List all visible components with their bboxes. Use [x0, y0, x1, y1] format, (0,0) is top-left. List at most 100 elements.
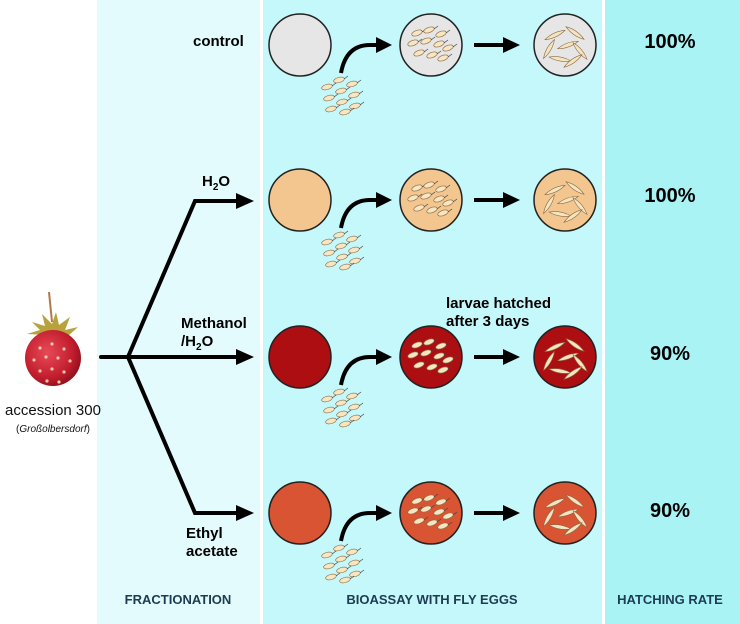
- bioassay-row-h2o: [268, 168, 597, 271]
- fly-egg-icon: [407, 507, 419, 515]
- egg-filament: [359, 256, 365, 261]
- extract-dish-control: [268, 13, 332, 77]
- fly-egg-icon: [420, 349, 432, 357]
- egg-filament: [423, 203, 429, 208]
- egg-filament: [349, 107, 355, 112]
- fly-egg-icon: [413, 517, 425, 525]
- egg-filament: [343, 387, 349, 392]
- egg-dish-control: [399, 13, 463, 77]
- egg-filament: [445, 184, 451, 189]
- egg-filament: [443, 351, 449, 356]
- fly-egg-icon: [423, 338, 435, 346]
- egg-filament: [343, 75, 349, 80]
- larva-icon: [572, 196, 588, 216]
- egg-filament: [335, 259, 341, 264]
- bioassay-row-methanol: [268, 325, 597, 428]
- fly-egg-icon: [411, 341, 423, 349]
- egg-filament: [346, 252, 352, 257]
- egg-filament: [445, 497, 451, 502]
- fly-egg-icon: [423, 181, 435, 189]
- fly-egg-icon: [411, 29, 423, 37]
- fly-egg-icon: [435, 498, 447, 506]
- larva-icon: [543, 38, 555, 60]
- egg-filament: [417, 38, 423, 43]
- egg-filament: [358, 402, 364, 407]
- fly-egg-cluster: [321, 75, 365, 116]
- fly-egg-icon: [437, 54, 449, 62]
- egg-filament: [331, 550, 337, 555]
- fly-egg-icon: [442, 199, 454, 207]
- fly-egg-icon: [411, 184, 423, 192]
- egg-filament: [430, 504, 436, 509]
- extract-dish-methanol: [268, 325, 332, 389]
- fly-egg-icon: [442, 512, 454, 520]
- egg-filament: [452, 43, 458, 48]
- egg-filament: [333, 561, 339, 566]
- arrowhead: [503, 192, 520, 208]
- arrowhead: [503, 37, 520, 53]
- egg-filament: [430, 191, 436, 196]
- fly-egg-icon: [407, 39, 419, 47]
- hatching-rate-h2o: 100%: [644, 185, 695, 207]
- egg-filament: [436, 518, 442, 523]
- larva-icon: [563, 522, 583, 536]
- egg-filament: [436, 362, 442, 367]
- egg-filament: [356, 391, 362, 396]
- egg-filament: [433, 180, 439, 185]
- footer-hatching-rate: HATCHING RATE: [617, 592, 723, 607]
- curved-arrow: [339, 43, 378, 74]
- hatching-rate-control: 100%: [644, 31, 695, 53]
- fly-egg-icon: [442, 44, 454, 52]
- fraction-label-methanol-line2: /H2O: [181, 333, 214, 353]
- dish-larvae: [543, 338, 588, 380]
- wild-strawberry-icon: [25, 291, 81, 386]
- sample-name: accession 300: [5, 402, 101, 419]
- egg-filament: [359, 413, 365, 418]
- larva-icon: [544, 184, 566, 196]
- fly-egg-icon: [411, 497, 423, 505]
- egg-filament: [358, 90, 364, 95]
- larva-icon: [544, 341, 566, 353]
- egg-filament: [423, 516, 429, 521]
- curved-arrow: [339, 511, 378, 542]
- larva-icon: [543, 193, 555, 215]
- egg-filament: [358, 245, 364, 250]
- egg-filament: [345, 398, 351, 403]
- egg-filament: [331, 394, 337, 399]
- egg-filament: [359, 101, 365, 106]
- egg-filament: [349, 575, 355, 580]
- fly-egg-icon: [433, 352, 445, 360]
- egg-filament: [331, 237, 337, 242]
- egg-filament: [436, 50, 442, 55]
- larva-icon: [563, 209, 583, 223]
- egg-filament: [358, 558, 364, 563]
- larva-icon: [572, 41, 588, 61]
- dish-larvae: [543, 494, 588, 536]
- egg-filament: [445, 341, 451, 346]
- egg-filament: [356, 79, 362, 84]
- arrowhead: [376, 192, 392, 208]
- hatch-note-line2: after 3 days: [446, 313, 529, 330]
- egg-filament: [452, 355, 458, 360]
- egg-filament: [345, 554, 351, 559]
- fly-egg-icon: [442, 356, 454, 364]
- egg-filament: [443, 507, 449, 512]
- fly-egg-icon: [426, 51, 438, 59]
- extract-dish-h2o: [268, 168, 332, 232]
- fly-egg-icon: [435, 185, 447, 193]
- fly-egg-icon: [437, 522, 449, 530]
- fly-egg-cluster: [321, 230, 365, 271]
- bioassay-row-control: [268, 13, 597, 116]
- egg-filament: [443, 39, 449, 44]
- hatching-rate-ethyl: 90%: [650, 500, 690, 522]
- curved-arrow: [339, 355, 378, 386]
- fractionation-panel: [97, 0, 260, 624]
- sample-origin: (Großolbersdorf): [16, 424, 90, 435]
- arrowhead: [376, 37, 392, 53]
- larva-icon: [563, 54, 583, 68]
- egg-filament: [445, 29, 451, 34]
- dish-larvae: [543, 26, 588, 68]
- fraction-label-methanol-line1: Methanol: [181, 315, 247, 332]
- egg-filament: [447, 208, 453, 213]
